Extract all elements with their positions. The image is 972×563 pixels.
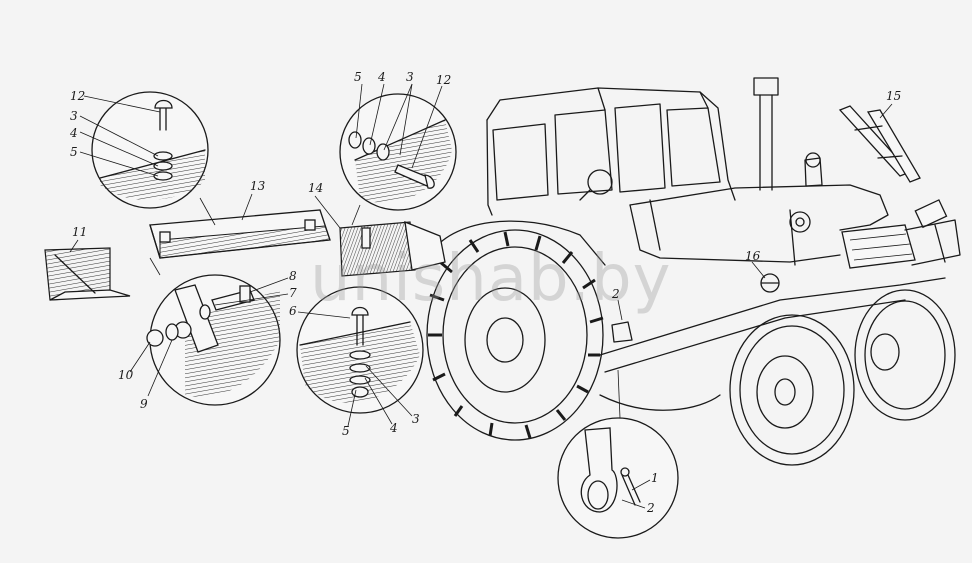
part-14-bracket: [339, 220, 446, 277]
label-7: 7: [289, 286, 297, 300]
part-16-plug: [760, 273, 780, 293]
watermark-text: unishab.by: [310, 242, 672, 316]
leader-lines: [69, 83, 893, 509]
tractor-cabin: [486, 87, 736, 216]
tractor: [426, 77, 961, 466]
part-11-bracket: [44, 247, 131, 301]
label-6: 6: [289, 304, 297, 318]
label-4: 4: [69, 126, 78, 140]
detail-circle-pin-1: [557, 369, 679, 539]
detail-circle-bolt-8: [146, 257, 281, 406]
label-12: 12: [436, 73, 451, 87]
part-13-channel: [149, 209, 331, 259]
label-4: 4: [377, 70, 386, 84]
detail-circle-bolt-12: [91, 91, 216, 226]
rear-fender-lower: [599, 394, 721, 411]
label-9: 9: [140, 397, 148, 411]
label-5: 5: [354, 70, 362, 84]
label-15: 15: [886, 89, 901, 103]
label-11: 11: [72, 225, 87, 239]
detail-circle-bolt-12-right: [339, 93, 457, 226]
label-3: 3: [406, 70, 414, 84]
detail-circle-bolt-6: [296, 286, 424, 414]
part-15-rail: [838, 105, 921, 183]
label-3: 3: [70, 109, 78, 123]
label-16: 16: [745, 249, 761, 263]
part-labels: 12 3 4 5 5 4 3 12 13 14 11 15 16 2 8 7 6…: [69, 70, 901, 515]
label-5: 5: [70, 145, 78, 159]
label-1: 1: [651, 471, 659, 485]
label-14: 14: [308, 181, 323, 195]
label-10: 10: [118, 368, 134, 382]
label-12: 12: [70, 89, 85, 103]
label-2: 2: [611, 287, 620, 301]
front-weight: [841, 199, 961, 269]
label-13: 13: [250, 179, 266, 193]
tractor-hood: [629, 77, 889, 293]
front-wheel-right: [854, 289, 956, 421]
front-wheel-left: [729, 314, 855, 466]
front-axle-beam: [599, 277, 946, 356]
label-8: 8: [289, 269, 297, 283]
label-5: 5: [342, 424, 350, 438]
label-2: 2: [646, 501, 655, 515]
label-3: 3: [412, 412, 420, 426]
label-4: 4: [389, 421, 398, 435]
